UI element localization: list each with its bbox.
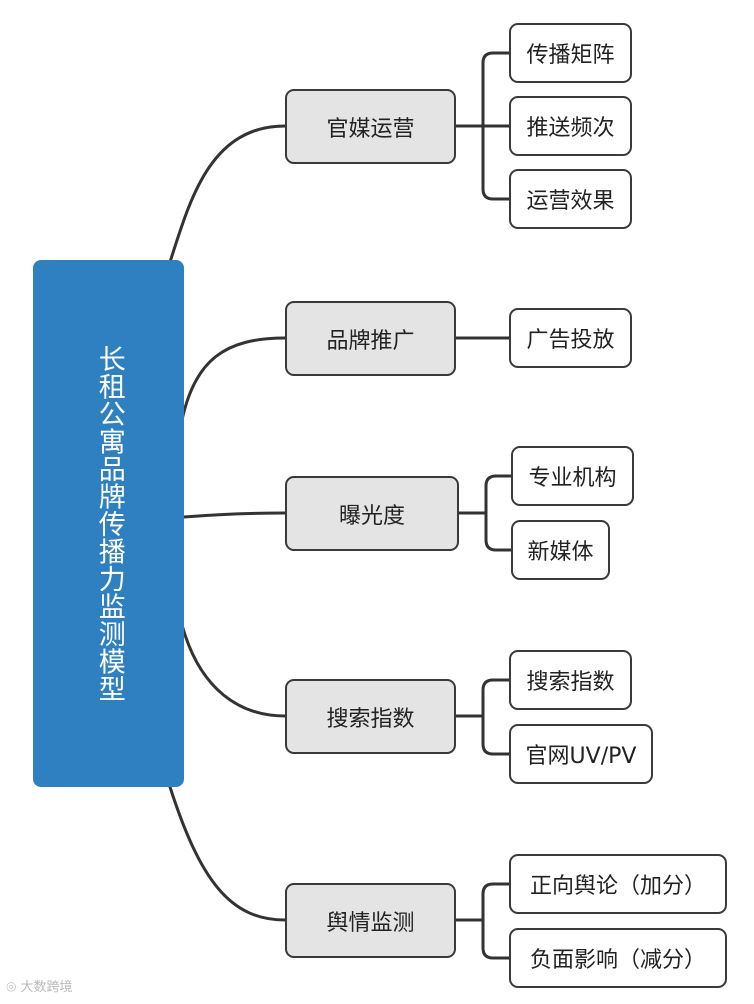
leaf-node: 专业机构 (511, 446, 634, 506)
leaf-label: 推送频次 (526, 116, 615, 141)
watermark: ◎ 大数跨境 (6, 976, 73, 996)
leaf-label: 官网UV/PV (525, 744, 637, 769)
leaf-node: 新媒体 (511, 520, 610, 580)
link-b5-c2 (481, 918, 511, 960)
branch-node-public-opinion: 舆情监测 (285, 883, 456, 958)
leaf-node: 推送频次 (509, 96, 632, 156)
leaf-label: 负面影响（减分） (529, 948, 706, 973)
link-b1-c1 (481, 51, 511, 128)
leaf-label: 新媒体 (527, 540, 594, 565)
link-root-branch-4 (180, 623, 287, 718)
link-b3-c2 (484, 511, 513, 552)
branch-node-brand-promotion: 品牌推广 (285, 301, 456, 376)
leaf-label: 搜索指数 (526, 670, 615, 695)
link-root-branch-5 (168, 785, 287, 922)
link-root-branch-2 (180, 336, 287, 422)
leaf-node: 负面影响（减分） (509, 928, 727, 988)
branch-node-search-index: 搜索指数 (285, 679, 456, 754)
link-root-branch-1 (168, 124, 287, 264)
link-b1-c3 (481, 124, 511, 201)
leaf-label: 专业机构 (528, 466, 617, 491)
leaf-label: 正向舆论（加分） (529, 874, 706, 899)
leaf-node: 搜索指数 (509, 650, 632, 710)
branch-label: 搜索指数 (326, 706, 415, 732)
leaf-node: 官网UV/PV (509, 724, 653, 784)
leaf-label: 广告投放 (526, 328, 615, 353)
root-node: 长租公寓品牌传播力监测模型 (33, 260, 184, 787)
branch-node-exposure: 曝光度 (285, 476, 459, 551)
watermark-text: 大数跨境 (20, 980, 73, 995)
link-b4-c2 (481, 714, 511, 756)
leaf-label: 运营效果 (526, 189, 615, 214)
link-b4-c1 (481, 678, 511, 718)
leaf-label: 传播矩阵 (526, 43, 615, 68)
leaf-node: 广告投放 (509, 308, 632, 368)
link-root-branch-3 (182, 511, 287, 519)
leaf-node: 运营效果 (509, 169, 632, 229)
link-b5-c1 (481, 882, 511, 922)
branch-label: 舆情监测 (326, 910, 415, 936)
branch-node-official-media: 官媒运营 (285, 89, 456, 164)
branch-label: 曝光度 (338, 503, 405, 529)
link-b3-c1 (484, 474, 513, 515)
leaf-node: 传播矩阵 (509, 23, 632, 83)
leaf-node: 正向舆论（加分） (509, 854, 727, 914)
watermark-logo-icon: ◎ (6, 978, 17, 993)
root-label: 长租公寓品牌传播力监测模型 (93, 344, 125, 703)
branch-label: 品牌推广 (326, 328, 415, 354)
branch-label: 官媒运营 (326, 116, 415, 142)
